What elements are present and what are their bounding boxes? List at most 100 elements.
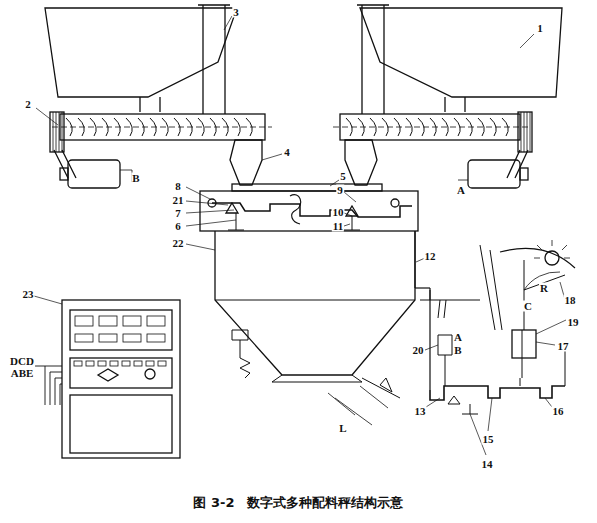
counterweight [512, 330, 536, 358]
gate-cylinder [232, 330, 250, 378]
leader-line [34, 16, 566, 455]
callout-number: 22 [172, 238, 185, 249]
lamp-rays [534, 240, 570, 258]
controller-cabinet [62, 300, 180, 458]
screw-flight [466, 118, 472, 136]
screw-flight [394, 118, 400, 136]
display-window [147, 316, 165, 326]
pulley-groove [527, 112, 528, 152]
damper [438, 335, 452, 386]
wire [35, 366, 62, 405]
key [98, 361, 106, 366]
motor [68, 160, 120, 188]
callout-number: 7 [174, 208, 182, 219]
lever [212, 203, 412, 217]
screw-flight [198, 118, 204, 136]
gate [272, 375, 362, 382]
discharge-chute [345, 140, 377, 185]
callout-number: 14 [481, 459, 494, 470]
screw-flight [454, 118, 460, 136]
callout-number: 1 [536, 23, 544, 34]
discharge-chute [230, 140, 262, 185]
cabinet-door [70, 395, 172, 453]
part-letter: C [523, 301, 533, 312]
callout-number: 4 [283, 147, 291, 158]
hanger-rod [198, 5, 389, 114]
key [110, 361, 118, 366]
callout-number: 10 [332, 207, 345, 218]
motor-shaft [60, 168, 68, 180]
screw-flight [406, 118, 412, 136]
part-letter: DCD [9, 356, 35, 367]
callout-number: 19 [567, 317, 580, 328]
hook [290, 195, 301, 224]
display-key [74, 316, 166, 366]
display-panel [70, 310, 172, 350]
pointer [524, 260, 565, 330]
screw-flight [66, 118, 508, 136]
hopper-neck [140, 97, 465, 112]
display-window [99, 316, 117, 326]
screw-flight [78, 118, 84, 136]
display-window [75, 316, 93, 326]
motor [468, 160, 520, 188]
screw-flight [162, 118, 168, 136]
screw-flight [138, 118, 144, 136]
callout-number: 3 [232, 7, 240, 18]
callout-number: 9 [336, 185, 344, 196]
screw-flight [186, 118, 192, 136]
callout-number: 2 [24, 99, 32, 110]
callout-number: 13 [414, 406, 427, 417]
display-window [123, 334, 141, 342]
axis-line [52, 127, 528, 128]
callout-number: 17 [557, 341, 570, 352]
hopper-seam [215, 300, 415, 301]
callout-number: 5 [339, 171, 347, 182]
weigh-hopper [215, 231, 415, 375]
screw-flight [150, 118, 156, 136]
key [158, 361, 166, 366]
screw-flight [478, 118, 484, 136]
display-window [123, 316, 141, 326]
part-letter: A [456, 185, 466, 196]
lever-frame [200, 191, 418, 231]
screw-flight [102, 118, 108, 136]
part-letter: A [453, 332, 463, 343]
motor-shaft [520, 168, 528, 180]
callout-number: 6 [174, 221, 182, 232]
figure-caption: 图 3-2 数字式多种配料秤结构示意 [0, 494, 597, 512]
display-window [99, 334, 117, 342]
screw-flight [430, 118, 436, 136]
pulley-groove [530, 112, 531, 152]
callout-number: 21 [172, 195, 185, 206]
callout-number: 15 [482, 434, 495, 445]
display-window [75, 334, 93, 342]
key [122, 361, 130, 366]
screw-flight [418, 118, 424, 136]
right-hopper [360, 8, 562, 97]
left-hopper [45, 8, 237, 97]
screw-flight [370, 118, 376, 136]
screw-flight [114, 118, 120, 136]
pulley-groove [62, 112, 63, 152]
screw-flight [382, 118, 388, 136]
key [86, 361, 94, 366]
screw-flight [346, 118, 352, 136]
callout-number: 12 [424, 251, 437, 262]
screw-flight [502, 118, 508, 136]
beam [420, 290, 480, 300]
wire [120, 170, 468, 182]
rod [415, 287, 430, 288]
scale-plate [480, 245, 502, 330]
pivot [391, 199, 399, 207]
key [74, 361, 82, 366]
callout-number: 11 [332, 221, 344, 232]
screw-flight [442, 118, 448, 136]
lamp [545, 251, 559, 265]
pulley [518, 112, 532, 152]
part-letter: B [131, 173, 140, 184]
knob [145, 369, 155, 379]
screw-flight [234, 118, 240, 136]
lid [232, 184, 382, 191]
